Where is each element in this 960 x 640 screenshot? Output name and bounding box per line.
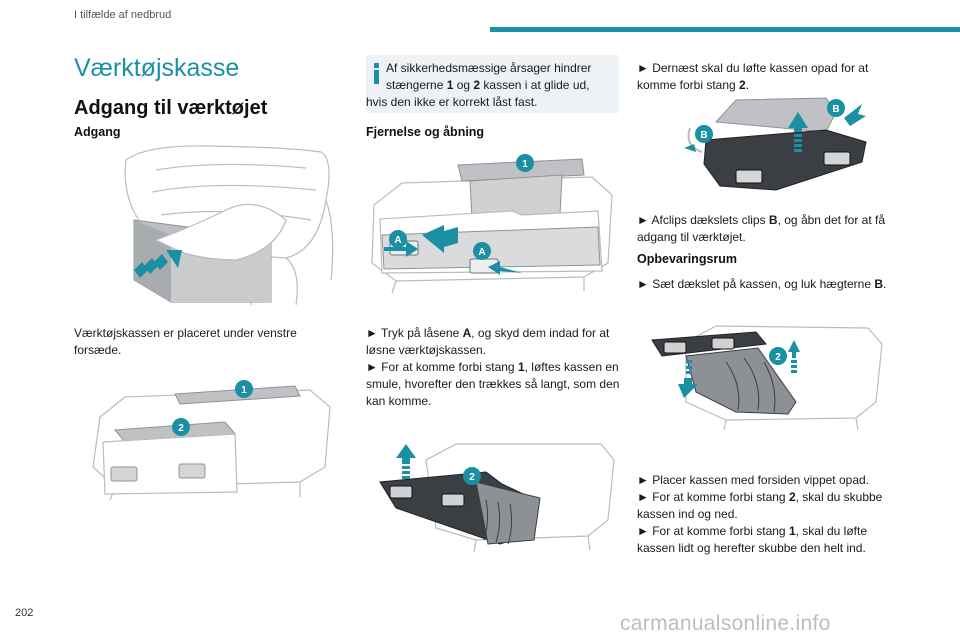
step-text: smule, hvorefter den trækkes så langt, s… [366, 377, 620, 391]
callout-a: A [394, 235, 401, 246]
ref-2: 2 [739, 78, 746, 92]
toolbox-illustration-1: 1 2 [92, 380, 331, 501]
ref-1: 1 [788, 524, 796, 538]
step-text: , løftes kassen en [524, 360, 619, 374]
note-text-part: kassen i at glide ud, [480, 78, 590, 92]
heading-storage: Opbevaringsrum [637, 252, 738, 266]
seat-illustration [124, 145, 334, 305]
toolbox-illustration-2: 1 A A [371, 154, 613, 294]
ref-a: A [462, 326, 472, 340]
step-text: ► Sæt dækslet på kassen, og luk hægterne [637, 277, 875, 291]
callout-1: 1 [522, 159, 528, 170]
callout-2: 2 [178, 423, 184, 434]
step-text: , skal du løfte [795, 524, 867, 538]
toolbox-illustration-4: B B [684, 97, 867, 191]
text-location: Værktøjskassen er placeret under venstre… [74, 326, 297, 357]
note-text-part: og [453, 78, 474, 92]
ref-1: 1 [517, 360, 525, 374]
step-close: ► Sæt dækslet på kassen, og luk hægterne… [637, 276, 917, 293]
step-text: løsne værktøjskassen. [366, 343, 487, 357]
step-text: kassen ind og ned. [637, 507, 738, 521]
step-unclip: ► Afclips dækslets clips B, og åbn det f… [637, 212, 907, 246]
callout-b: B [832, 104, 839, 115]
ref-b: B [874, 277, 884, 291]
step-text: adgang til værktøjet. [637, 230, 746, 244]
heading-removal: Fjernelse og åbning [366, 125, 485, 139]
step-text: ► Placer kassen med forsiden vippet opad… [637, 473, 870, 487]
note-ref-2: 2 [473, 78, 481, 92]
callout-a: A [478, 247, 485, 258]
step-text: , og skyd dem indad for at [471, 326, 610, 340]
removal-steps: ► Tryk på låsene A, og skyd dem indad fo… [366, 325, 626, 410]
watermark: carmanualsonline.info [620, 612, 831, 635]
callout-2: 2 [775, 352, 781, 363]
note-line-3: hvis den ikke er korrekt låst fast. [366, 95, 538, 109]
page-number: 202 [15, 607, 34, 619]
callout-2: 2 [469, 472, 475, 483]
step-text: . [883, 277, 887, 291]
step-lift: ► Dernæst skal du løfte kassen opad for … [637, 60, 897, 94]
heading-access: Adgang [74, 125, 121, 139]
step-text: , skal du skubbe [795, 490, 883, 504]
note-ref-1: 1 [446, 78, 454, 92]
step-text: ► For at komme forbi stang [637, 524, 789, 538]
ref-2: 2 [788, 490, 796, 504]
step-text: . [745, 78, 750, 92]
note-text-part: stængerne [386, 78, 447, 92]
section-label: I tilfælde af nedbrud [74, 9, 172, 21]
step-text: , og åbn det for at få [777, 213, 886, 227]
storage-steps: ► Placer kassen med forsiden vippet opad… [637, 472, 917, 557]
step-text: komme forbi stang [637, 78, 740, 92]
step-text: ► Afclips dækslets clips [637, 213, 769, 227]
step-text: ► For at komme forbi stang [637, 490, 789, 504]
step-text: ► Dernæst skal du løfte kassen opad for … [637, 61, 869, 75]
ref-b: B [768, 213, 778, 227]
info-icon [372, 63, 381, 84]
step-text: kan komme. [366, 394, 432, 408]
toolbox-illustration-3: 2 [379, 443, 615, 553]
safety-note: Af sikkerhedsmæssige årsager hindrer stæ… [366, 55, 619, 113]
step-text: ► For at komme forbi stang [366, 360, 518, 374]
callout-1: 1 [241, 385, 247, 396]
note-line-1: Af sikkerhedsmæssige årsager hindrer [386, 61, 592, 75]
step-text: ► Tryk på låsene [366, 326, 463, 340]
callout-b: B [700, 130, 707, 141]
section-subtitle: Adgang til værktøjet [74, 97, 268, 119]
toolbox-illustration-5: 2 [651, 325, 883, 431]
page-title: Værktøjskasse [74, 54, 240, 82]
step-text: kassen lidt og herefter skubbe den helt … [637, 541, 866, 555]
header-accent-bar [490, 27, 960, 32]
